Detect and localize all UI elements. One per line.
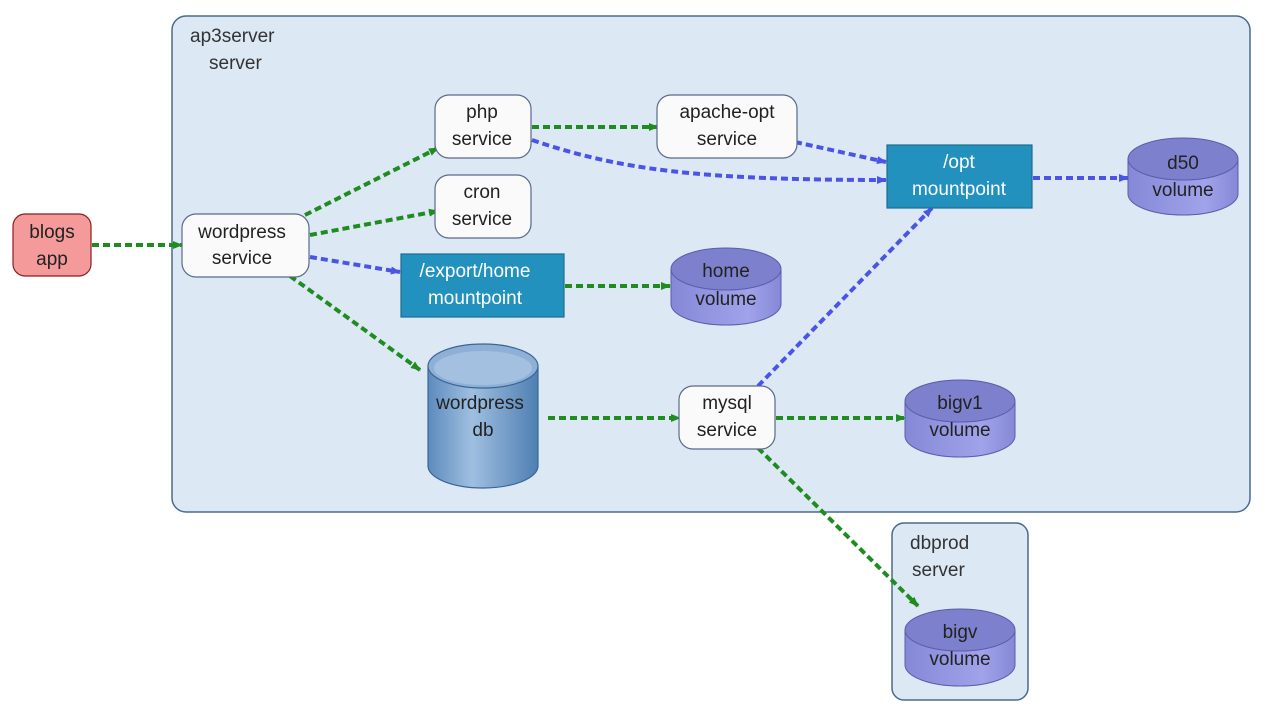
cluster-dbprod-type: server — [912, 560, 965, 581]
svg-text:home: home — [702, 261, 750, 282]
edge-wordpress-wpdb — [288, 274, 422, 372]
svg-text:volume: volume — [1152, 180, 1213, 201]
node-cron-service[interactable]: cron service — [434, 174, 532, 239]
svg-text:blogs: blogs — [29, 222, 74, 243]
edge-wordpress-export — [309, 255, 401, 275]
node-apache-opt-service[interactable]: apache-opt service — [656, 94, 798, 159]
svg-text:app: app — [36, 249, 68, 270]
svg-text:wordpress: wordpress — [197, 222, 286, 243]
svg-text:service: service — [697, 129, 757, 150]
edge-wordpress-php — [304, 146, 439, 217]
node-php-service[interactable]: php service — [434, 94, 532, 159]
svg-text:wordpress: wordpress — [435, 393, 524, 414]
node-d50-volume[interactable]: d50 volume — [1127, 137, 1239, 216]
svg-text:service: service — [452, 129, 512, 150]
svg-text:/opt: /opt — [943, 152, 975, 173]
node-wordpress-service[interactable]: wordpress service — [181, 213, 310, 278]
svg-text:service: service — [452, 209, 512, 230]
edge-apache-opt — [794, 140, 887, 164]
svg-text:mysql: mysql — [702, 393, 752, 414]
svg-text:d50: d50 — [1167, 153, 1199, 174]
node-bigv-volume[interactable]: bigv volume — [904, 608, 1016, 687]
svg-text:apache-opt: apache-opt — [679, 102, 775, 123]
node-bigv1-volume[interactable]: bigv1 volume — [904, 379, 1016, 458]
svg-text:volume: volume — [695, 289, 756, 310]
svg-text:db: db — [472, 420, 493, 441]
cluster-dbprod-name: dbprod — [910, 533, 969, 554]
node-opt-mountpoint[interactable]: /opt mountpoint — [886, 144, 1033, 209]
svg-text:cron: cron — [464, 182, 501, 203]
svg-text:service: service — [697, 420, 757, 441]
svg-text:volume: volume — [929, 420, 990, 441]
svg-text:service: service — [212, 248, 272, 269]
svg-text:bigv1: bigv1 — [937, 393, 982, 414]
svg-text:/export/home: /export/home — [420, 261, 531, 282]
svg-text:bigv: bigv — [943, 622, 978, 643]
svg-text:php: php — [466, 102, 498, 123]
svg-text:mountpoint: mountpoint — [912, 179, 1007, 200]
svg-text:volume: volume — [929, 649, 990, 670]
cluster-ap3server-type: server — [209, 53, 262, 74]
edge-php-opt — [531, 138, 887, 184]
svg-text:mountpoint: mountpoint — [428, 288, 523, 309]
edge-mysql-bigv — [756, 446, 920, 608]
node-mysql-service[interactable]: mysql service — [678, 385, 776, 450]
node-home-volume[interactable]: home volume — [670, 247, 782, 326]
cluster-ap3server-name: ap3server — [190, 26, 275, 47]
node-blogs-app[interactable]: blogs app — [12, 213, 92, 277]
edge-mysql-opt — [756, 206, 934, 388]
node-export-home-mountpoint[interactable]: /export/home mountpoint — [400, 253, 565, 318]
node-wordpress-db[interactable]: wordpress db — [427, 343, 539, 489]
